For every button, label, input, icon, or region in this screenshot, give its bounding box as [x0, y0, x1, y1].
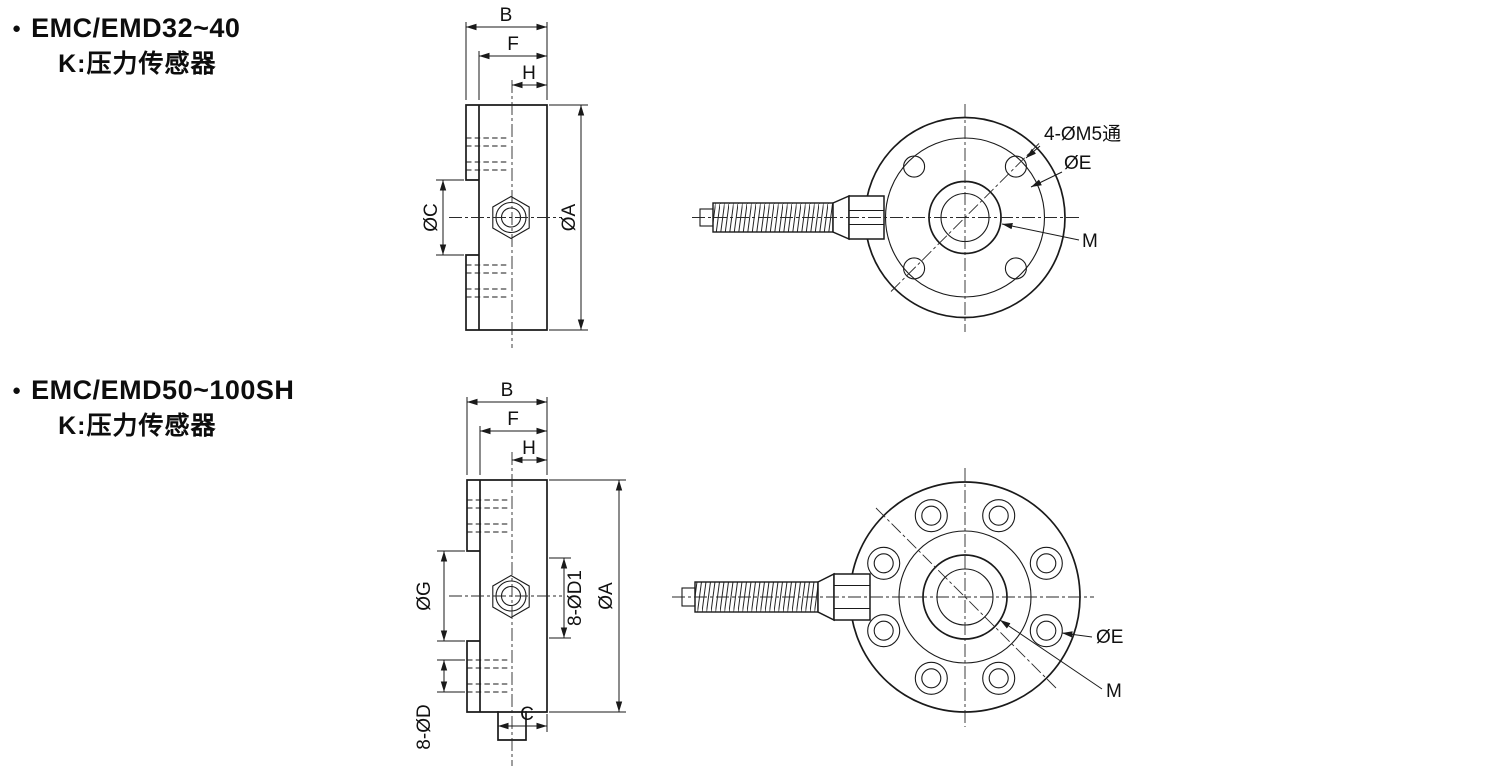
- dim-label-B: B: [501, 380, 514, 401]
- side-view-emc-emd-50-100sh: B F H ØA ØG 8-ØD1 C 8-ØD: [414, 380, 626, 766]
- dim-label-D: 8-ØD: [414, 704, 435, 749]
- section-heading-emc-emd-32-40: ● EMC/EMD32~40 K:压力传感器: [12, 12, 240, 80]
- leader-M: [999, 619, 1103, 690]
- dim-label-H: H: [522, 63, 536, 84]
- dim-label-G: ØG: [414, 581, 435, 611]
- hidden-hole-lines: [467, 499, 508, 693]
- dim-label-E: ØE: [1064, 153, 1091, 174]
- front-view-emc-emd-32-40: 4-ØM5通 ØE M: [692, 104, 1121, 332]
- dim-label-C: C: [520, 704, 534, 725]
- extension-lines: [436, 22, 588, 331]
- mounting-holes-8: [867, 499, 1063, 695]
- dim-label-A: ØA: [596, 582, 617, 610]
- dim-label-D1: 8-ØD1: [565, 570, 586, 626]
- leader-E: [1030, 171, 1063, 188]
- section-subtitle: K:压力传感器: [58, 50, 217, 78]
- center-thread-hex: [492, 574, 530, 619]
- mounting-hole: [1004, 257, 1027, 280]
- bullet-icon: ●: [12, 20, 22, 37]
- dim-label-B: B: [500, 5, 513, 26]
- leader-E: [1061, 631, 1093, 638]
- dim-label-C: ØC: [421, 203, 442, 232]
- side-view-emc-emd-32-40: B F H ØA ØC: [421, 5, 588, 348]
- hex-nut-facets: [834, 584, 870, 610]
- section-heading-emc-emd-50-100sh: ● EMC/EMD50~100SH K:压力传感器: [12, 374, 294, 442]
- holes-label: 4-ØM5通: [1044, 123, 1121, 145]
- dim-label-A: ØA: [559, 203, 580, 231]
- mounting-hole: [903, 257, 926, 280]
- dim-label-F: F: [507, 34, 519, 55]
- dim-label-E: ØE: [1096, 627, 1123, 648]
- heading-text-block: EMC/EMD50~100SH K:压力传感器: [31, 374, 294, 442]
- bullet-icon: ●: [12, 382, 22, 399]
- front-view-emc-emd-50-100sh: ØE M: [672, 468, 1123, 727]
- section-title: EMC/EMD50~100SH: [31, 375, 295, 405]
- bolt-circle-diagonal: [875, 507, 1057, 689]
- heading-text-block: EMC/EMD32~40 K:压力传感器: [31, 12, 240, 80]
- bolt-circle-diagonal: [890, 143, 1040, 292]
- leader-holes: [1025, 145, 1041, 159]
- section-subtitle: K:压力传感器: [58, 412, 217, 440]
- hex-nut-facets: [849, 209, 884, 226]
- dim-label-M: M: [1082, 231, 1098, 252]
- leader-M: [1001, 223, 1080, 241]
- dim-label-H: H: [522, 438, 536, 459]
- dim-label-F: F: [507, 409, 519, 430]
- extension-lines: [437, 397, 626, 732]
- dim-label-M: M: [1106, 681, 1122, 702]
- mounting-hole: [1004, 155, 1027, 178]
- section-title: EMC/EMD32~40: [31, 13, 241, 43]
- mounting-hole: [903, 155, 926, 178]
- hidden-hole-lines: [466, 137, 508, 298]
